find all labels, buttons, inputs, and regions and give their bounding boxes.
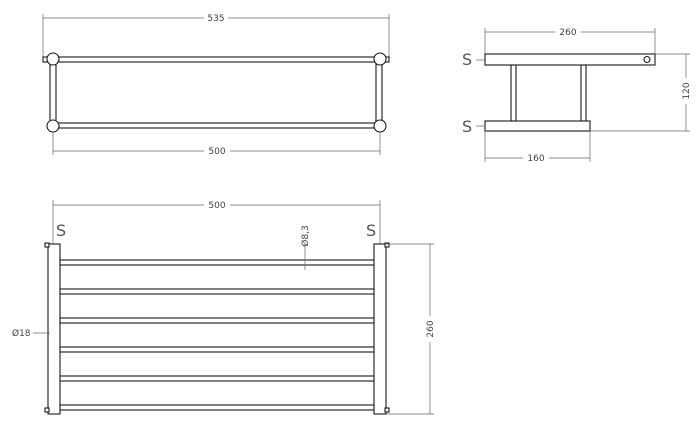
joint-ball — [46, 119, 60, 133]
frame-tab — [384, 407, 390, 413]
shelf-bar — [59, 375, 375, 382]
dimension-label-500: 500 — [208, 201, 225, 211]
top-bar-side — [484, 53, 656, 66]
side-post — [510, 64, 517, 122]
frame-tab — [384, 242, 390, 248]
joint-ball — [373, 119, 387, 133]
side-post — [580, 64, 587, 122]
joint-ball — [373, 52, 387, 66]
shelf-bar — [59, 404, 375, 411]
shelf-bar — [59, 346, 375, 353]
dimension-label-120: 120 — [682, 82, 692, 99]
bottom-rail — [52, 122, 380, 129]
dimension-label-500: 500 — [208, 147, 225, 157]
right-post — [375, 59, 383, 127]
screw-mark: S — [462, 50, 472, 69]
shelf-bar — [59, 317, 375, 324]
shelf-bar — [59, 288, 375, 295]
bottom-bar-side — [484, 120, 591, 132]
plan-view: 500 S S Ø8,3 Ø18 260 — [12, 199, 436, 415]
shelf-bar — [59, 259, 375, 266]
joint-ball — [46, 52, 60, 66]
front-view: 535 500 — [42, 12, 390, 157]
left-frame — [47, 243, 61, 415]
screw-hole — [643, 55, 651, 64]
frame-tab — [44, 407, 50, 413]
frame-tab — [44, 242, 50, 248]
dimension-label-260: 260 — [426, 320, 436, 337]
side-view: 260 S S 120 160 — [462, 26, 692, 164]
dimension-label-160: 160 — [527, 154, 544, 164]
screw-mark: S — [366, 221, 376, 240]
bar-diameter-label: Ø8,3 — [300, 225, 311, 246]
dimension-label-535: 535 — [207, 14, 224, 24]
post-diameter-label: Ø18 — [12, 328, 31, 339]
dimension-label-260: 260 — [559, 28, 576, 38]
right-frame — [373, 243, 387, 415]
left-post — [49, 59, 57, 127]
top-rail — [42, 56, 390, 63]
screw-mark: S — [462, 117, 472, 136]
screw-mark: S — [56, 221, 66, 240]
